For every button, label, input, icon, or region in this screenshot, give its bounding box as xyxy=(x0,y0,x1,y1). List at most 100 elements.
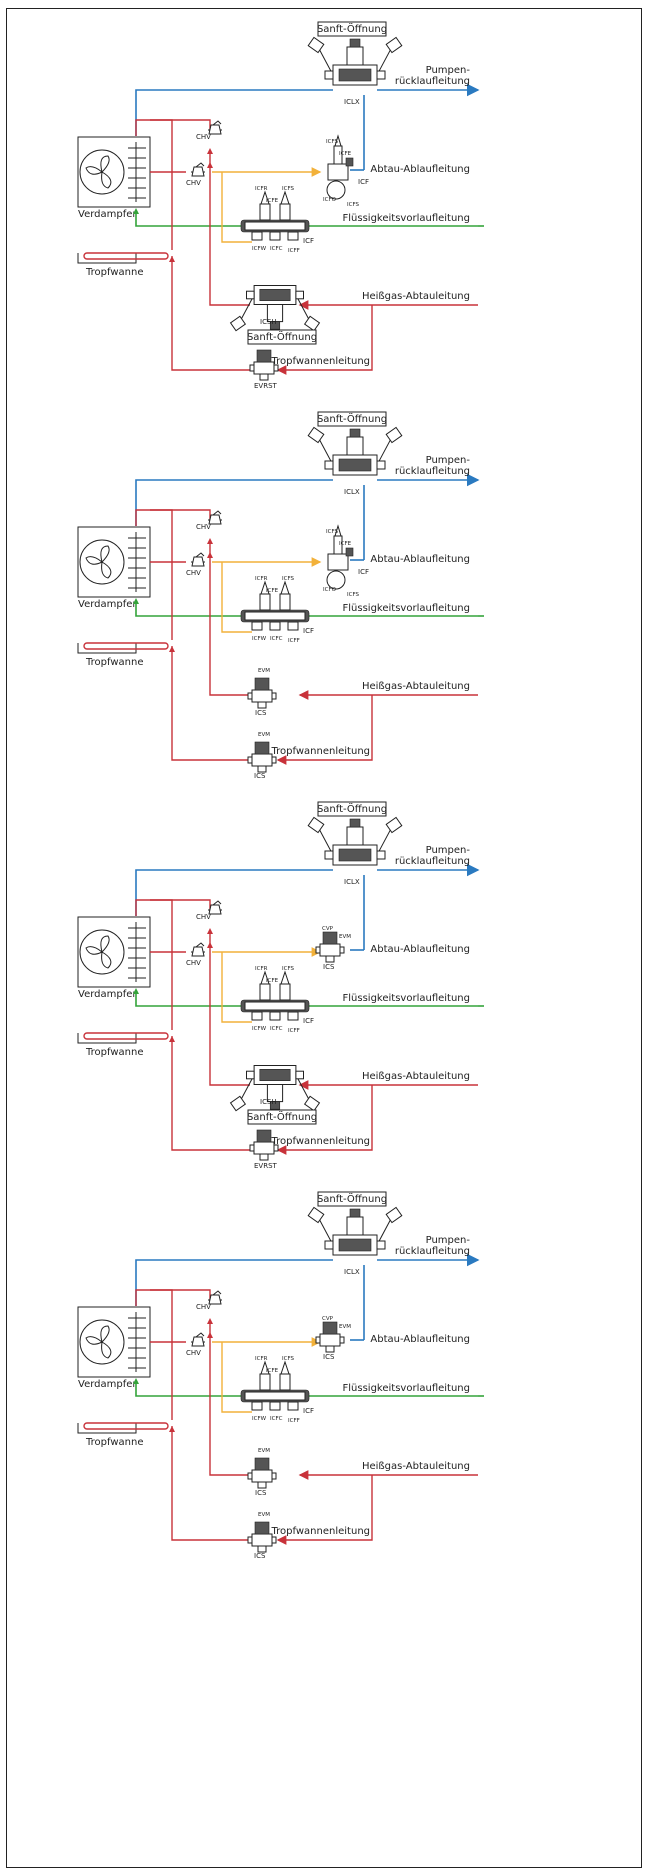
ics-tray-coil xyxy=(254,1521,270,1535)
liquid-line xyxy=(135,1381,478,1397)
diagram-1: Sanft-ÖffnungICLXPumpen-rücklaufleitungV… xyxy=(77,21,484,390)
iclx-core xyxy=(338,458,372,472)
drip-tray-line-label: Tropfwannenleitung xyxy=(271,1136,370,1147)
evm-label-tray: EVM xyxy=(258,1512,270,1518)
ics-tray-flange-left xyxy=(247,756,253,764)
liquid-line xyxy=(135,991,478,1007)
icsh-label: ICSH xyxy=(260,318,277,326)
chv-label-top: CHV xyxy=(196,1303,211,1311)
iclx-core xyxy=(338,68,372,82)
chv-label-top: CHV xyxy=(196,133,211,141)
icsh-actuator-top xyxy=(269,1101,281,1110)
evm-label-tray: EVM xyxy=(258,732,270,738)
evm-label-hotgas: EVM xyxy=(258,1448,270,1454)
icsh-cap-right xyxy=(303,1095,321,1112)
icfe-label-station: ICFE xyxy=(266,588,279,594)
liquid-feed-label: Flüssigkeitsvorlaufleitung xyxy=(343,1383,470,1394)
icff-label: ICFF xyxy=(288,248,300,254)
icf-station-top-cone-0 xyxy=(260,970,270,985)
icsh-core xyxy=(259,1069,291,1082)
drip-supply xyxy=(276,305,373,375)
ics-drain-body xyxy=(319,1333,341,1347)
ics-drain-bottom xyxy=(325,1345,335,1353)
iclx-actuator xyxy=(346,1216,364,1236)
hotgas-arrow-up xyxy=(207,538,213,544)
hotgas-arrow-up xyxy=(207,148,213,154)
hotgas-feed-vertical xyxy=(209,1320,250,1476)
hotgas-defrost-label: Heißgas-Abtauleitung xyxy=(362,1461,470,1472)
icsh-label: ICSH xyxy=(260,1098,277,1106)
hotgas-arrow-mid xyxy=(207,552,213,558)
icf-station-top-cone-1 xyxy=(280,190,290,205)
drain-to-station xyxy=(221,952,252,1023)
icfe-label-station: ICFE xyxy=(266,1368,279,1374)
icf-station-label: ICF xyxy=(303,1017,314,1025)
iclx-flange-right xyxy=(376,70,386,80)
icfe-label-station: ICFE xyxy=(266,978,279,984)
defrost-drain-label: Abtau-Ablaufleitung xyxy=(370,944,470,955)
icf-drain-pilot xyxy=(326,180,346,200)
icfo-label: ICFO xyxy=(323,197,337,203)
icf-drain-label: ICF xyxy=(358,568,369,576)
drain-to-station xyxy=(221,562,252,633)
iclx-actuator-top xyxy=(349,1208,361,1218)
icfs-label-drain-b: ICFS xyxy=(347,592,360,598)
hotgas-arrow-mid xyxy=(207,1332,213,1338)
ics-hotgas-coil xyxy=(254,677,270,691)
iclx-cap-right xyxy=(385,816,403,834)
soft-opening-label-top: Sanft-Öffnung xyxy=(317,22,387,35)
iclx-flange-left xyxy=(324,850,334,860)
chv-housing xyxy=(208,514,222,525)
icf-station-bottom-module-2 xyxy=(287,1011,299,1021)
iclx-flange-right xyxy=(376,850,386,860)
soft-opening-label-top: Sanft-Öffnung xyxy=(317,412,387,425)
icf-drain-head-cone xyxy=(334,134,342,147)
drip-tray-line-label: Tropfwannenleitung xyxy=(271,1526,370,1537)
icf-station-top-module-0 xyxy=(259,1373,271,1391)
icfw-label: ICFW xyxy=(252,246,267,252)
icsh-flange-right xyxy=(295,1070,304,1080)
drip-supply xyxy=(276,1475,373,1545)
hotgas-arrow-mid xyxy=(207,162,213,168)
drip-tray-line xyxy=(171,1036,250,1151)
drip-tray-line xyxy=(171,256,250,371)
cvp-label: CVP xyxy=(322,926,334,932)
drip-tray-pan xyxy=(77,1423,137,1434)
diagram-3: Sanft-ÖffnungICLXPumpen-rücklaufleitungV… xyxy=(77,801,484,1170)
pump-return-label-2: rücklaufleitung xyxy=(395,856,470,867)
drip-tray-pan xyxy=(77,253,137,264)
pump-return-label-1: Pumpen- xyxy=(426,845,471,856)
ics-hotgas-flange-left xyxy=(247,1472,253,1480)
suction-line-in xyxy=(135,89,333,136)
icfs-label-drain: ICFS xyxy=(326,139,339,145)
fan-blades-icon xyxy=(85,935,112,969)
drip-tray-line-label: Tropfwannenleitung xyxy=(271,356,370,367)
iclx-flange-right xyxy=(376,460,386,470)
iclx-actuator-top xyxy=(349,38,361,48)
icf-station-label: ICF xyxy=(303,237,314,245)
drip-tray-heater-coil xyxy=(83,1032,169,1040)
ics-drain-coil xyxy=(322,1321,338,1335)
ics-tray-coil xyxy=(254,741,270,755)
ics-hotgas-bottom xyxy=(257,701,267,709)
icf-station-top-cone-1 xyxy=(280,580,290,595)
icf-station-block-inner xyxy=(244,611,306,621)
hotgas-arrow-up xyxy=(207,928,213,934)
icf-station-top-module-0 xyxy=(259,203,271,221)
icf-drain-side-module xyxy=(345,547,354,557)
icff-label: ICFF xyxy=(288,638,300,644)
soft-opening-box-bottom xyxy=(247,329,317,345)
soft-opening-label-top: Sanft-Öffnung xyxy=(317,802,387,815)
evm-label-drain: EVM xyxy=(339,1324,351,1330)
evm-label-hotgas: EVM xyxy=(258,668,270,674)
icf-station-bottom-module-2 xyxy=(287,1401,299,1411)
iclx-label: ICLX xyxy=(344,488,360,496)
icfc-label: ICFC xyxy=(270,246,283,252)
chv-spindle xyxy=(212,120,222,126)
evaporator-label: Verdampfer xyxy=(78,209,137,220)
icfo-label: ICFO xyxy=(323,587,337,593)
evrst-flange-right xyxy=(273,364,279,372)
chv-label-top: CHV xyxy=(196,913,211,921)
drip-tray-label: Tropfwanne xyxy=(85,1047,143,1058)
iclx-label: ICLX xyxy=(344,878,360,886)
